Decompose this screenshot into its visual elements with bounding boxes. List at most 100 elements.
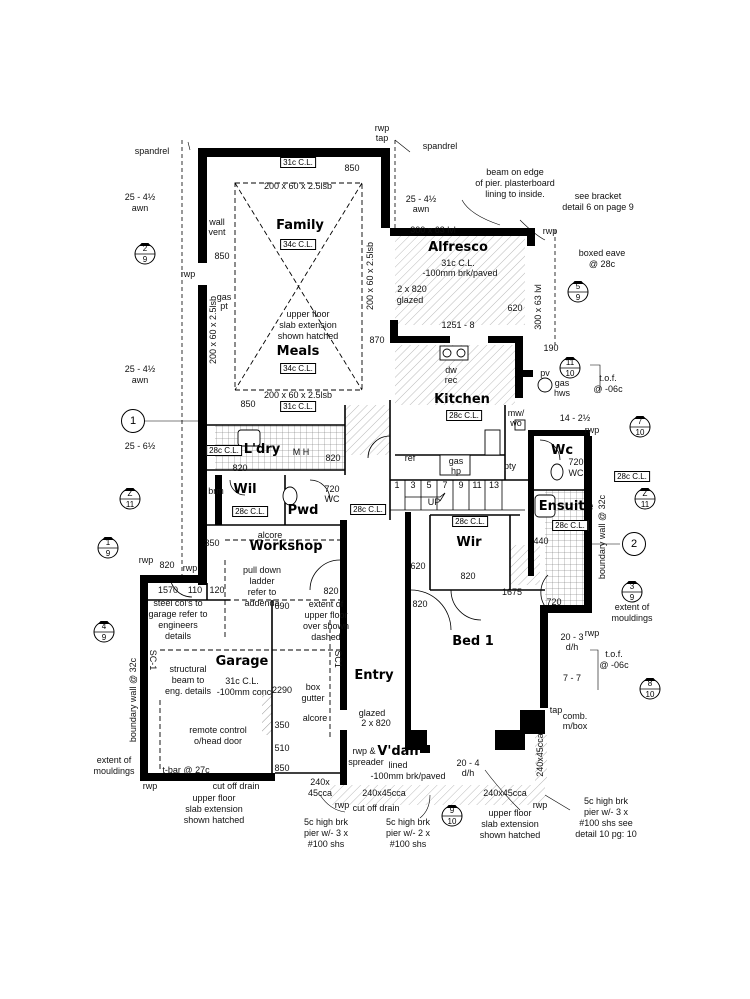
annotation-text: lined	[388, 760, 408, 770]
annotation-text: t.o.f.	[605, 649, 623, 659]
annotation-text: 850	[214, 251, 230, 261]
annotation-text: 440	[533, 536, 549, 546]
annotation-text: 850	[344, 163, 360, 173]
section-marker-ref: 1	[105, 538, 111, 547]
annotation-text: @ 28c	[588, 259, 616, 269]
grid-circle: 1	[121, 409, 145, 433]
annotation-text: slab extension	[185, 804, 243, 814]
section-marker-ref: 8	[647, 679, 653, 688]
ceiling-height-label: 28c C.L.	[452, 516, 488, 527]
ceiling-height-label: 34c C.L.	[280, 363, 316, 374]
annotation-text: 820	[232, 463, 248, 473]
annotation-text: beam on edge	[486, 167, 544, 177]
annotation-text: 820	[159, 560, 175, 570]
annotation-text: 25 - 4½	[124, 192, 156, 202]
annotation-text: 300 x 63 lvl	[533, 284, 543, 330]
annotation-text: rec	[444, 375, 458, 385]
grid-circle: 2	[622, 532, 646, 556]
annotation-text: mouldings	[611, 613, 653, 623]
annotation-text: rwp	[584, 425, 600, 435]
room-label: V'dah	[377, 744, 419, 759]
annotation-text: pier w/- 3 x	[303, 828, 349, 838]
room-label: Wir	[456, 535, 482, 550]
annotation-text: 690	[274, 601, 290, 611]
annotation-text: 20 - 3	[560, 632, 584, 642]
door-swings	[169, 435, 561, 631]
annotation-text: rwp	[180, 269, 196, 279]
annotation-text: upper floor	[488, 808, 532, 818]
section-marker-ref: 11	[565, 358, 575, 367]
annotation-text: mw/	[507, 408, 525, 418]
annotation-text: slab extension	[481, 819, 539, 829]
section-marker-ref: 3	[629, 582, 635, 591]
annotation-text: details	[164, 631, 192, 641]
annotation-text: 25 - 4½	[124, 364, 156, 374]
annotation-text: SC-1	[148, 649, 158, 671]
annotation-text: 350	[204, 538, 220, 548]
annotation-text: 240x45cca	[535, 733, 545, 777]
section-marker-page: 9	[629, 593, 635, 602]
section-marker-ref: 2	[142, 244, 148, 253]
annotation-text: brm	[208, 486, 224, 496]
annotation-text: 5c high brk	[303, 817, 349, 827]
section-marker-ref: 5	[575, 282, 581, 291]
annotation-text: spandrel	[422, 141, 458, 151]
annotation-text: box	[305, 682, 321, 692]
annotation-text: boxed eave	[578, 248, 626, 258]
annotation-text: rwp	[182, 563, 198, 573]
annotation-text: awn	[131, 375, 149, 385]
annotation-text: #100 shs	[307, 839, 345, 849]
annotation-text: rwp	[532, 800, 548, 810]
annotation-text: 200 x 60 x 2.5lsb	[263, 390, 333, 400]
annotation-text: upper floor	[304, 610, 348, 620]
annotation-text: rwp	[138, 555, 154, 565]
ceiling-height-label: 34c C.L.	[280, 239, 316, 250]
annotation-text: t-bar @ 27c	[162, 765, 210, 775]
annotation-text: gas	[448, 456, 464, 466]
annotation-text: m/box	[562, 721, 588, 731]
annotation-text: UP	[427, 497, 441, 507]
room-label: Wil	[233, 482, 257, 497]
annotation-text: extent of	[614, 602, 650, 612]
annotation-text: gas	[554, 378, 570, 388]
room-label: Kitchen	[434, 392, 490, 407]
annotation-text: WC	[324, 494, 340, 504]
room-label: Family	[276, 218, 324, 233]
annotation-text: 870	[369, 335, 385, 345]
ceiling-height-label: 28c C.L.	[446, 410, 482, 421]
annotation-text: d/h	[461, 768, 475, 778]
annotation-text: d/h	[565, 642, 579, 652]
annotation-text: glazed	[396, 295, 424, 305]
annotation-text: extent of	[308, 599, 344, 609]
annotation-text: rwp	[142, 781, 158, 791]
annotation-text: @ -06c	[593, 384, 623, 394]
annotation-text: garage refer to	[148, 609, 208, 619]
annotation-text: pty	[503, 461, 517, 471]
annotation-text: -100mm brk/paved	[370, 771, 446, 781]
annotation-text: 31c C.L.	[225, 676, 259, 686]
room-label: Garage	[215, 654, 269, 669]
annotation-text: 1	[394, 480, 400, 490]
annotation-text: rwp	[584, 628, 600, 638]
room-label: Meals	[276, 344, 320, 359]
annotation-text: 820	[460, 571, 476, 581]
section-marker-ref: 7	[637, 417, 643, 426]
annotation-text: vent	[208, 227, 226, 237]
ceiling-height-label: 28c C.L.	[350, 504, 386, 515]
annotation-text: 620	[507, 303, 523, 313]
section-marker-ref: 4	[101, 622, 107, 631]
beam-dashed-lines	[159, 182, 363, 770]
section-marker-page: 9	[575, 293, 581, 302]
annotation-text: 620	[410, 561, 426, 571]
annotation-text: extent of	[96, 755, 132, 765]
ceiling-height-label: 31c C.L.	[280, 401, 316, 412]
hatched-areas	[215, 235, 590, 805]
annotation-text: see bracket	[574, 191, 622, 201]
annotation-text: of pier. plasterboard	[475, 178, 555, 188]
